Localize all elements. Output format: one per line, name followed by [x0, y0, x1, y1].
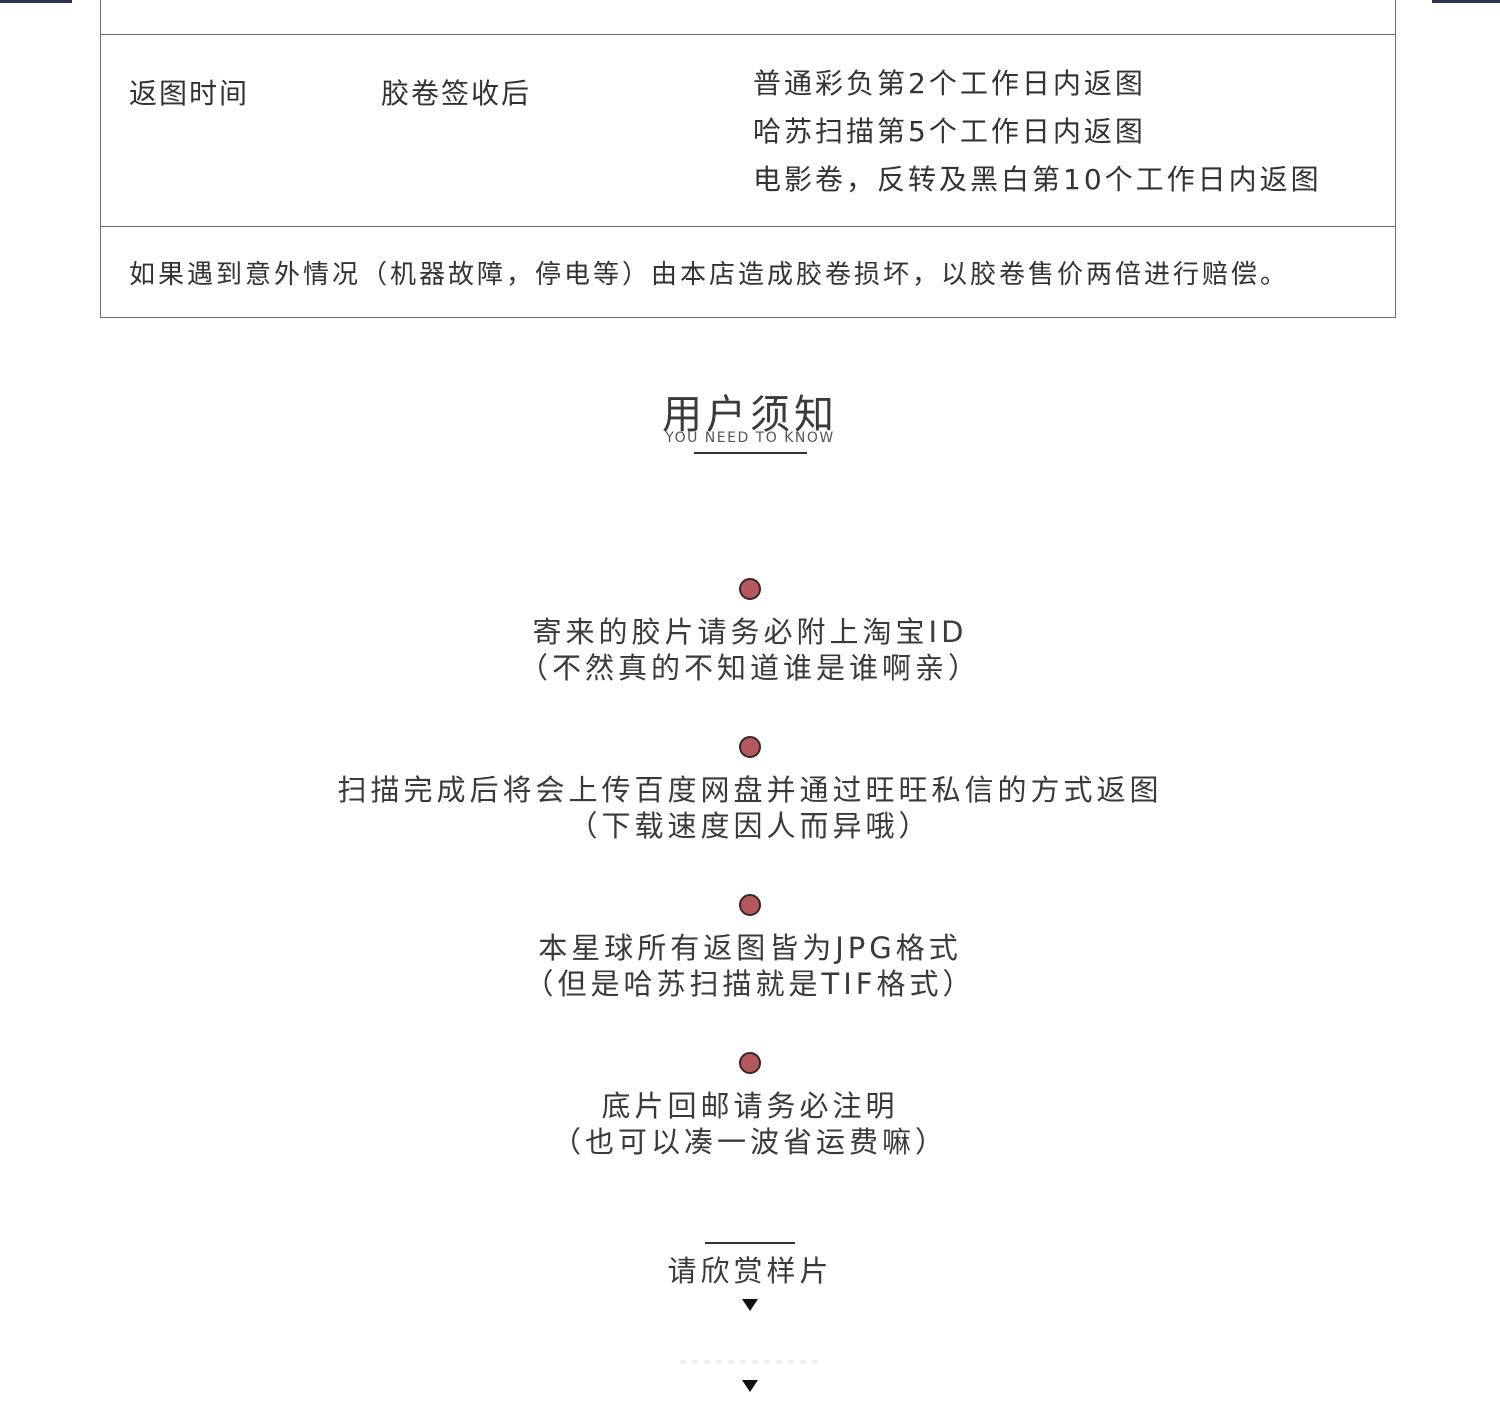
bullet-dot-icon: [739, 578, 761, 600]
notice-item: 扫描完成后将会上传百度网盘并通过旺旺私信的方式返图 （下载速度因人而异哦）: [0, 736, 1500, 844]
bullet-dot-icon: [739, 736, 761, 758]
return-time-line: 哈苏扫描第5个工作日内返图: [753, 115, 1146, 148]
bullet-dot-icon: [739, 1052, 761, 1074]
compensation-note: 如果遇到意外情况（机器故障，停电等）由本店造成胶卷损坏，以胶卷售价两倍进行赔偿。: [129, 260, 1290, 290]
notice-main-text: 底片回邮请务必注明: [601, 1089, 899, 1123]
faint-decoration: [680, 1360, 820, 1364]
notice-main-text: 扫描完成后将会上传百度网盘并通过旺旺私信的方式返图: [337, 773, 1163, 807]
section-subtitle: YOU NEED TO KNOW: [665, 430, 835, 446]
service-table: 返图时间 胶卷签收后 普通彩负第2个工作日内返图 哈苏扫描第5个工作日内返图 电…: [100, 0, 1396, 318]
notice-sub-text: （下载速度因人而异哦）: [568, 809, 932, 843]
sample-label: 请欣赏样片: [667, 1254, 833, 1288]
notice-item: 寄来的胶片请务必附上淘宝ID （不然真的不知道谁是谁啊亲）: [0, 578, 1500, 686]
table-row-compensation-note: 如果遇到意外情况（机器故障，停电等）由本店造成胶卷损坏，以胶卷售价两倍进行赔偿。: [101, 226, 1395, 317]
notice-sub-text: （也可以凑一波省运费嘛）: [551, 1125, 948, 1159]
top-right-accent-bar: [1432, 0, 1500, 3]
notice-main-text: 寄来的胶片请务必附上淘宝ID: [532, 615, 968, 649]
return-time-details: 普通彩负第2个工作日内返图 哈苏扫描第5个工作日内返图 电影卷，反转及黑白第10…: [753, 64, 1322, 208]
notice-sub-text: （不然真的不知道谁是谁啊亲）: [518, 651, 981, 685]
section-title: 用户须知: [662, 392, 838, 438]
return-time-line: 电影卷，反转及黑白第10个工作日内返图: [753, 163, 1322, 196]
section-title-underline: [694, 452, 807, 454]
notice-main-text: 本星球所有返图皆为JPG格式: [538, 931, 962, 965]
return-time-condition: 胶卷签收后: [381, 77, 532, 110]
notice-sub-text: （但是哈苏扫描就是TIF格式）: [524, 967, 976, 1001]
down-arrow-icon: [742, 1380, 758, 1392]
down-arrow-icon: [742, 1299, 758, 1311]
table-row-return-time: 返图时间 胶卷签收后 普通彩负第2个工作日内返图 哈苏扫描第5个工作日内返图 电…: [101, 34, 1395, 227]
notice-item: 本星球所有返图皆为JPG格式 （但是哈苏扫描就是TIF格式）: [0, 894, 1500, 1002]
sample-divider: [705, 1242, 795, 1244]
table-row-cut-off: [101, 0, 1395, 35]
bullet-dot-icon: [739, 894, 761, 916]
top-left-accent-bar: [0, 0, 72, 3]
notice-item: 底片回邮请务必注明 （也可以凑一波省运费嘛）: [0, 1052, 1500, 1160]
return-time-label: 返图时间: [129, 77, 250, 110]
return-time-line: 普通彩负第2个工作日内返图: [753, 67, 1146, 100]
